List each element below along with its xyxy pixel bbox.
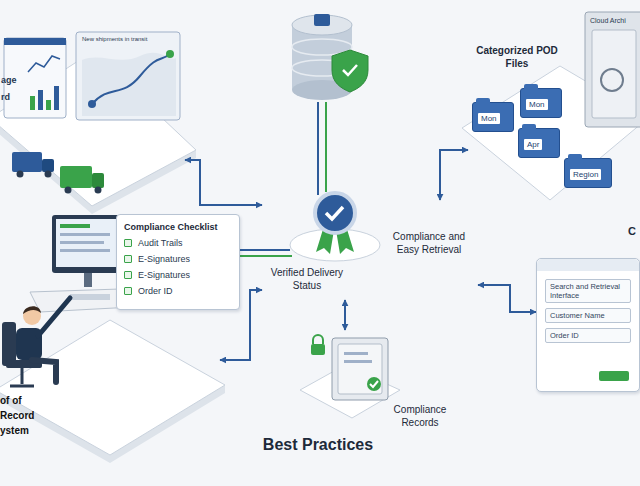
pod-files-area: Categorized POD FilesMonMonAprRegion [468,38,640,193]
connector [440,150,468,200]
lock-icon [311,344,325,355]
hub-label: Compliance and Easy Retrieval [382,230,476,256]
folder: Mon [472,102,514,132]
chart-bar [30,96,35,110]
dashboard-station: age rd [0,30,185,195]
folder: Mon [520,88,562,118]
hub-badge: Compliance and Easy RetrievalVerified De… [262,200,478,300]
truck-cab [92,173,104,188]
search-field: Search and Retrieval Interface [545,279,631,303]
shield-icon [332,50,368,92]
lock-shackle [313,335,323,344]
wheel [65,187,72,194]
chart-bar [38,90,43,110]
input-field: Order ID [545,328,631,343]
archive-label: Cloud Archi [590,16,626,25]
folder: Apr [518,128,560,158]
check-mark [370,381,378,387]
connector [185,160,262,205]
map-land [82,53,176,116]
cut-label: C [628,224,636,238]
station-label: of of Record ystem [0,393,40,438]
badge [315,193,355,233]
screen-line [60,233,110,236]
panel-text: New shipments in transit [82,35,147,43]
station-label: age rd [1,72,23,106]
chart-bar [54,86,59,110]
input-field: Customer Name [545,308,631,323]
monitor-screen [56,219,120,267]
document-line [344,360,372,363]
checklist-item: E-Signatures [124,253,232,265]
panel-heading: Compliance Checklist [124,221,232,233]
wheel [95,187,102,194]
truck-body [12,152,42,172]
safe-door [592,30,636,118]
screen-line [60,241,104,244]
keyboard [70,294,110,300]
check-badge [367,377,381,391]
screen-header [4,38,66,45]
folder-label: Apr [524,139,542,150]
checklist-panel: Compliance ChecklistAudit TrailsE-Signat… [116,214,240,310]
person-legs [32,360,56,382]
platform [0,320,225,455]
archive-safe [585,12,640,127]
person-head [23,307,41,325]
monitor-stand [84,273,92,287]
screen-line [60,224,90,228]
records-safe [332,338,388,400]
hub-label: Verified Delivery Status [270,266,344,292]
route [92,54,170,104]
monitor [52,215,124,273]
truck-cab [42,159,54,172]
folder: Region [564,158,612,188]
lock-icon [314,14,330,26]
map-panel [76,32,180,120]
checklist-item: Order ID [124,285,232,297]
screen-line [60,249,110,252]
records-label: Compliance Records [380,403,460,429]
person-hair [23,306,41,314]
data-line [240,255,292,257]
wheel [45,171,52,178]
area-heading: Categorized POD Files [476,44,558,70]
search-panel: Search and Retrieval InterfaceCustomer N… [536,258,640,392]
line-chart [28,56,60,72]
folder-label: Mon [478,113,500,124]
document-line [344,352,368,355]
wheel [17,171,24,178]
map-pin [166,50,174,58]
check-mark [343,65,357,75]
connector [478,285,536,312]
checklist-item: Audit Trails [124,237,232,249]
truck-body [60,166,92,188]
map-pin [88,100,96,108]
person-arm [38,298,70,336]
safe-dial [601,69,623,91]
safe-door [338,344,382,394]
chair-base [10,368,34,386]
folder-label: Region [570,169,601,180]
chair-back [2,322,16,366]
checklist-item: E-Signatures [124,269,232,281]
data-line [240,249,290,251]
database-top [292,15,352,35]
records-safe-area: Compliance Records [305,330,460,435]
caption: Best Practices [238,434,398,455]
check-mark [326,207,343,219]
chart-bar [46,100,51,110]
workstation: of of Record ystem [0,325,220,465]
folder-label: Mon [526,99,548,110]
connector [344,300,346,330]
data-line [325,102,327,192]
data-line [317,102,319,195]
